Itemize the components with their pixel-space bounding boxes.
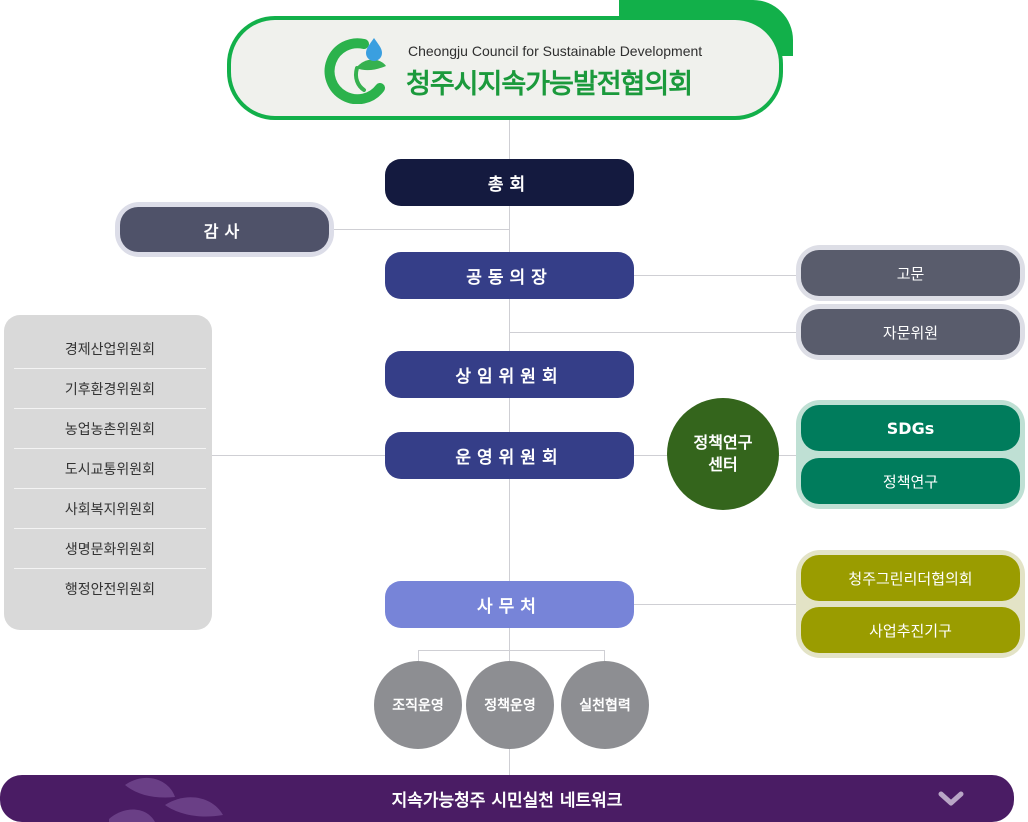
team-drop-right	[604, 650, 605, 662]
logo-korean-name: 청주시지속가능발전협의회	[406, 69, 693, 100]
leaf-decoration-icon	[109, 777, 223, 822]
advisory-member-connector	[509, 332, 798, 333]
team-policy-circle[interactable]: 정책운영	[466, 661, 554, 749]
co-chairs-box[interactable]: 공동의장	[385, 252, 634, 299]
committee-item[interactable]: 경제산업위원회	[14, 329, 206, 369]
committee-item[interactable]: 기후환경위원회	[14, 369, 206, 409]
committee-list: 경제산업위원회 기후환경위원회 농업농촌위원회 도시교통위원회 사회복지위원회 …	[4, 315, 212, 630]
chevron-down-icon[interactable]	[938, 789, 964, 809]
team-drop-left	[418, 650, 419, 662]
advisor-box[interactable]: 고문	[801, 250, 1020, 296]
policy-center-circle[interactable]: 정책연구센터	[667, 398, 779, 510]
teams-bar	[418, 650, 605, 651]
project-org-box[interactable]: 사업추진기구	[801, 607, 1020, 653]
advisor-connector	[633, 275, 798, 276]
logo-english-name: Cheongju Council for Sustainable Develop…	[408, 43, 703, 59]
policy-center-label: 정책연구센터	[693, 433, 753, 474]
committee-item[interactable]: 생명문화위원회	[14, 529, 206, 569]
policy-research-box[interactable]: 정책연구	[801, 458, 1020, 504]
committee-connector	[212, 455, 386, 456]
general-assembly-box[interactable]: 총회	[385, 159, 634, 206]
network-bar[interactable]: 지속가능청주 시민실천 네트워크	[0, 775, 1014, 822]
team-cooperation-circle[interactable]: 실천협력	[561, 661, 649, 749]
committee-item[interactable]: 행정안전위원회	[64, 582, 156, 598]
logo-panel	[231, 20, 779, 116]
committee-item[interactable]: 농업농촌위원회	[14, 409, 206, 449]
committee-item[interactable]: 사회복지위원회	[14, 489, 206, 529]
secretariat-box[interactable]: 사무처	[385, 581, 634, 628]
audit-connector	[330, 229, 510, 230]
secretariat-connector	[633, 604, 798, 605]
network-label: 지속가능청주 시민실천 네트워크	[391, 791, 623, 811]
standing-committee-box[interactable]: 상임위원회	[385, 351, 634, 398]
sdgs-box[interactable]: SDGs	[801, 405, 1020, 451]
logo-emblem-icon	[324, 38, 386, 104]
advisory-member-box[interactable]: 자문위원	[801, 309, 1020, 355]
audit-box[interactable]: 감사	[120, 207, 329, 252]
team-organization-circle[interactable]: 조직운영	[374, 661, 462, 749]
steering-committee-box[interactable]: 운영위원회	[385, 432, 634, 479]
committee-item[interactable]: 도시교통위원회	[14, 449, 206, 489]
green-council-box[interactable]: 청주그린리더협의회	[801, 555, 1020, 601]
